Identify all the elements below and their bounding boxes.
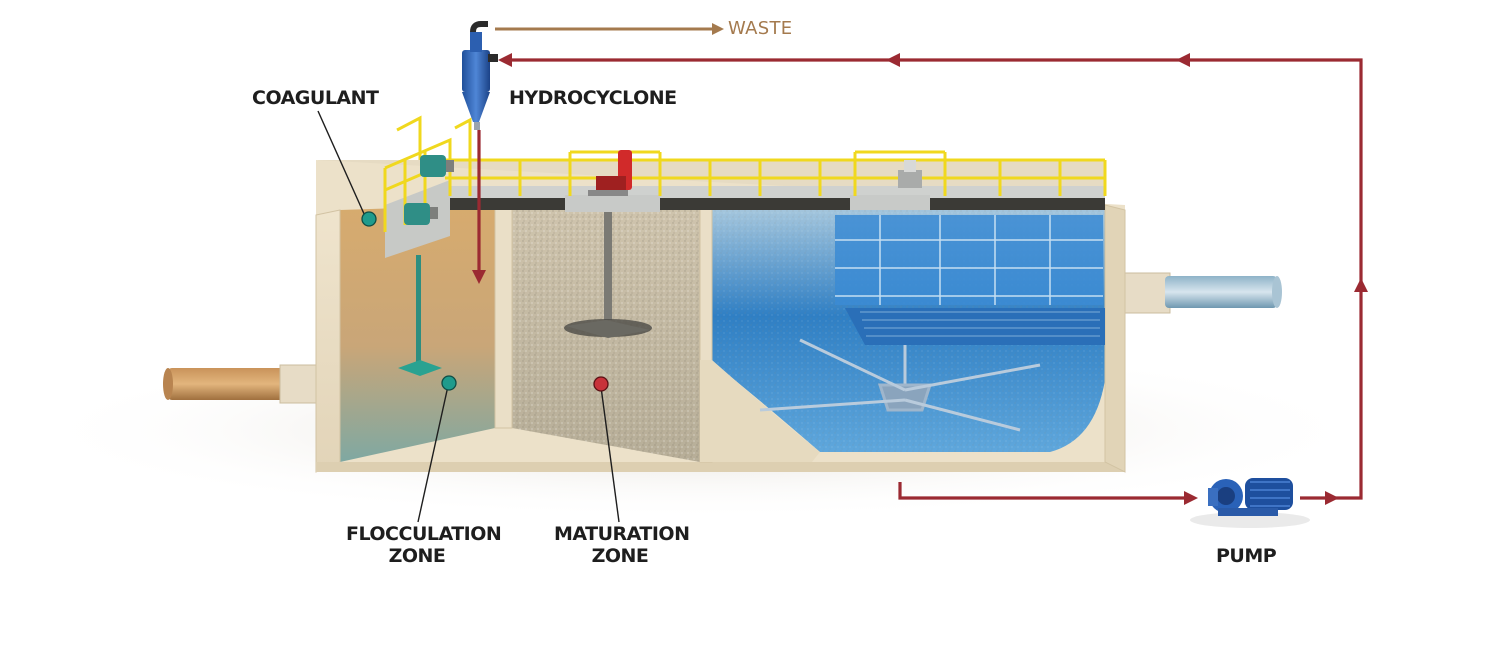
- inlet-pipe: [163, 364, 321, 404]
- maturation-zone-label: MATURATION ZONE: [554, 523, 690, 567]
- recirculation-arrows: [472, 53, 1368, 505]
- flocculation-mixer: [398, 255, 442, 376]
- maturation-zone-label-line2: ZONE: [591, 545, 649, 567]
- maturation-motor: [588, 150, 632, 196]
- maturation-mixer: [564, 210, 652, 338]
- flocculation-zone-label-line2: ZONE: [388, 545, 446, 567]
- waste-line: [495, 23, 724, 35]
- maturation-zone-label-line1: MATURATION: [554, 523, 690, 545]
- coagulant-marker: [361, 211, 377, 227]
- hydrocyclone-label: HYDROCYCLONE: [509, 87, 677, 109]
- flocculation-zone-label: FLOCCULATION ZONE: [346, 523, 502, 567]
- callout-lines: [317, 110, 620, 523]
- hydrocyclone: [462, 21, 498, 130]
- flocculation-marker: [441, 375, 457, 391]
- pump-label: PUMP: [1216, 545, 1277, 567]
- railings: [383, 115, 1107, 232]
- flocculation-zone-label-line1: FLOCCULATION: [346, 523, 502, 545]
- outlet-pipe: [1124, 272, 1282, 314]
- coagulant-units: [404, 155, 454, 225]
- waste-label: WASTE: [728, 18, 793, 39]
- coagulant-label: COAGULANT: [252, 87, 379, 109]
- scraper-mechanism: [759, 338, 1041, 432]
- walkway-deck: [385, 180, 1105, 258]
- lamella-modules: [835, 215, 1105, 345]
- pump: [1190, 478, 1310, 528]
- clarifier-drive: [898, 160, 922, 188]
- maturation-marker: [593, 376, 609, 392]
